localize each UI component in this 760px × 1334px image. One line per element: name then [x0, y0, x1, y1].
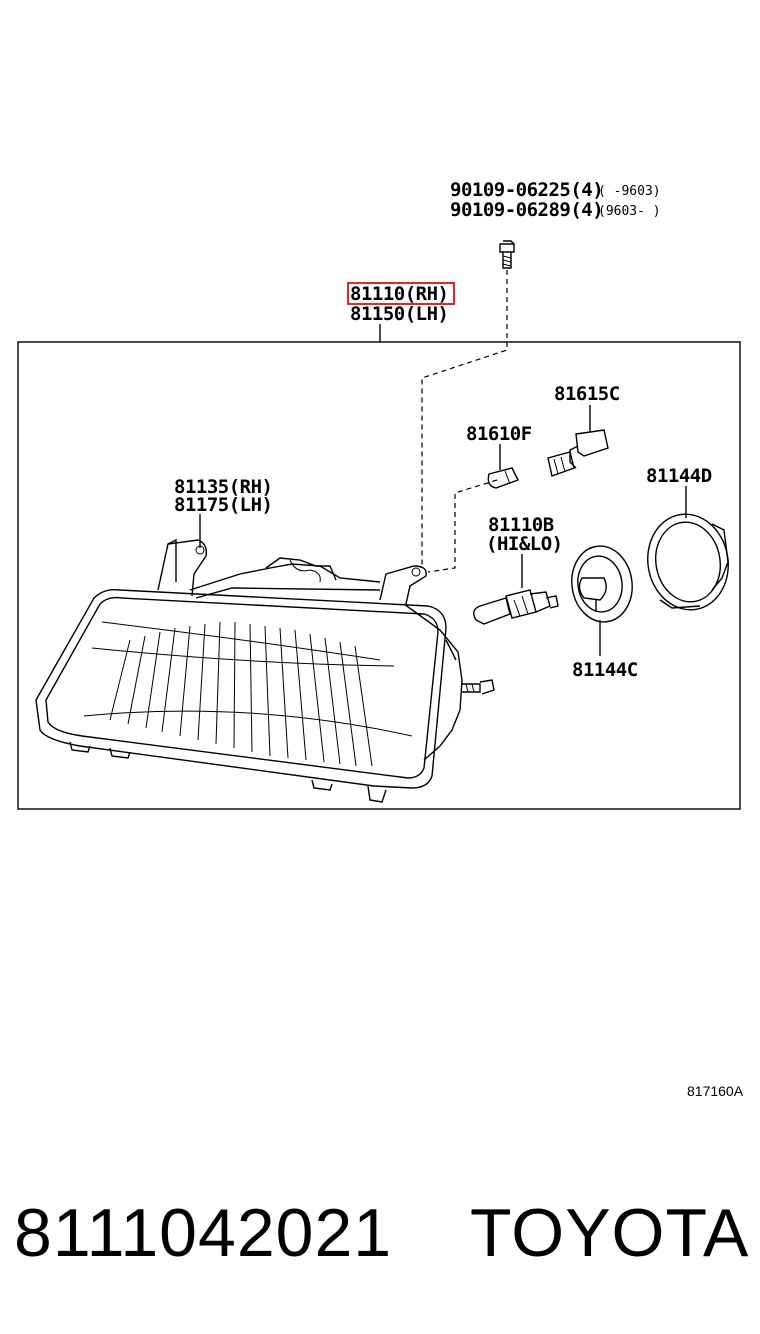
selected-part-highlight: [347, 282, 455, 305]
bolt-b-range: (9603- ): [598, 204, 661, 219]
figure-reference: 817160A: [687, 1083, 744, 1099]
headlamp-housing-icon: [35, 538, 495, 803]
main-bulb-icon: [473, 589, 559, 625]
bolt-icon: [499, 240, 515, 269]
brand-name: TOYOTA: [470, 1195, 749, 1271]
main-bulb-label[interactable]: 81110B: [488, 514, 554, 536]
part-number: 8111042021: [14, 1195, 392, 1271]
bracket-lh-label[interactable]: 81175(LH): [174, 494, 273, 516]
bolt-b-label[interactable]: 90109-06289(4): [450, 199, 604, 221]
bolt-a-range: ( -9603): [598, 184, 661, 199]
unit-rh-label[interactable]: 81110(RH): [350, 283, 449, 305]
bolt-a-label[interactable]: 90109-06225(4): [450, 179, 604, 201]
assembly-frame: [17, 341, 741, 810]
cover-icon: [647, 513, 729, 611]
cover-label[interactable]: 81144D: [646, 465, 712, 487]
main-bulb-note: (HI&LO): [486, 533, 563, 555]
seal-icon: [571, 545, 633, 623]
seal-label[interactable]: 81144C: [572, 659, 638, 681]
unit-lh-label[interactable]: 81150(LH): [350, 303, 449, 325]
small-bulb-icon: [487, 467, 519, 489]
socket-label[interactable]: 81615C: [554, 383, 620, 405]
bracket-rh-label[interactable]: 81135(RH): [174, 476, 273, 498]
socket-icon: [547, 429, 609, 477]
small-bulb-label[interactable]: 81610F: [466, 423, 532, 445]
